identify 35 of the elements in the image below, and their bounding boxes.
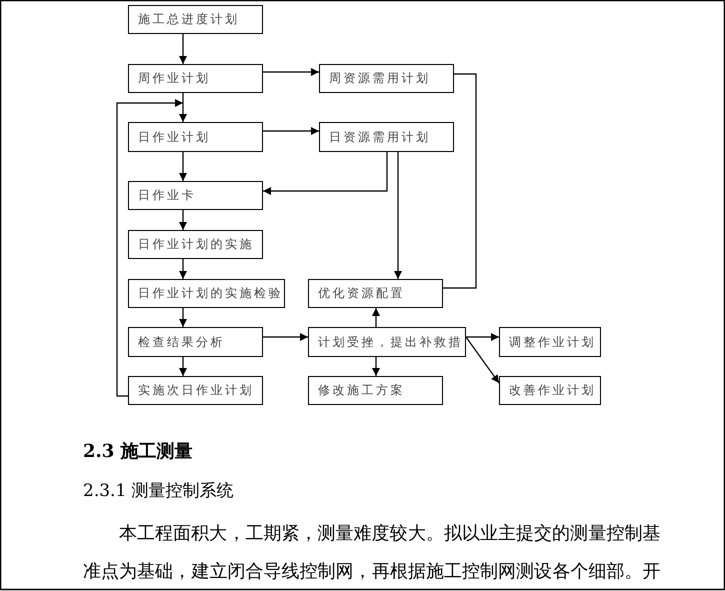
process-box: 改善作业计划: [499, 376, 601, 405]
arrow: [263, 333, 308, 341]
process-box: 日作业计划: [128, 122, 263, 152]
process-box: 日资源需用计划: [319, 122, 454, 152]
arrow: [179, 152, 187, 181]
section-heading: 2.3 施工测量: [83, 440, 193, 463]
arrow: [179, 357, 187, 376]
subsection-heading: 2.3.1 测量控制系统: [83, 480, 234, 502]
arrow: [179, 34, 187, 64]
process-box: 日作业计划的实施: [128, 230, 263, 259]
arrow: [263, 152, 388, 195]
arrow: [394, 152, 402, 279]
process-box: 周作业计划: [128, 64, 263, 93]
process-box: 周资源需用计划: [319, 64, 454, 93]
arrow: [179, 93, 187, 122]
arrow: [466, 336, 500, 384]
arrow: [466, 333, 499, 341]
process-box: 检查结果分析: [128, 327, 263, 357]
arrow: [372, 357, 380, 376]
process-box: 计划受挫，提出补救措: [308, 327, 466, 357]
process-box: 日作业计划的实施检验: [128, 279, 285, 308]
process-box: 优化资源配置: [308, 279, 443, 308]
process-box: 修改施工方案: [308, 376, 443, 405]
arrow: [263, 127, 319, 135]
arrow: [116, 99, 183, 397]
process-box: 日作业卡: [128, 181, 263, 210]
arrow: [179, 259, 187, 279]
arrow: [179, 210, 187, 230]
arrow: [263, 68, 319, 76]
process-box: 实施次日作业计划: [128, 376, 263, 405]
arrow: [372, 308, 380, 327]
body-paragraph: 本工程面积大，工期紧，测量难度较大。拟以业主提交的测量控制基准点为基础，建立闭合导线控制网，再根据施工控制网测设各个细部。开: [83, 522, 661, 584]
process-box: 施工总进度计划: [128, 5, 263, 34]
process-box: 调整作业计划: [499, 327, 601, 357]
arrow: [179, 308, 187, 327]
